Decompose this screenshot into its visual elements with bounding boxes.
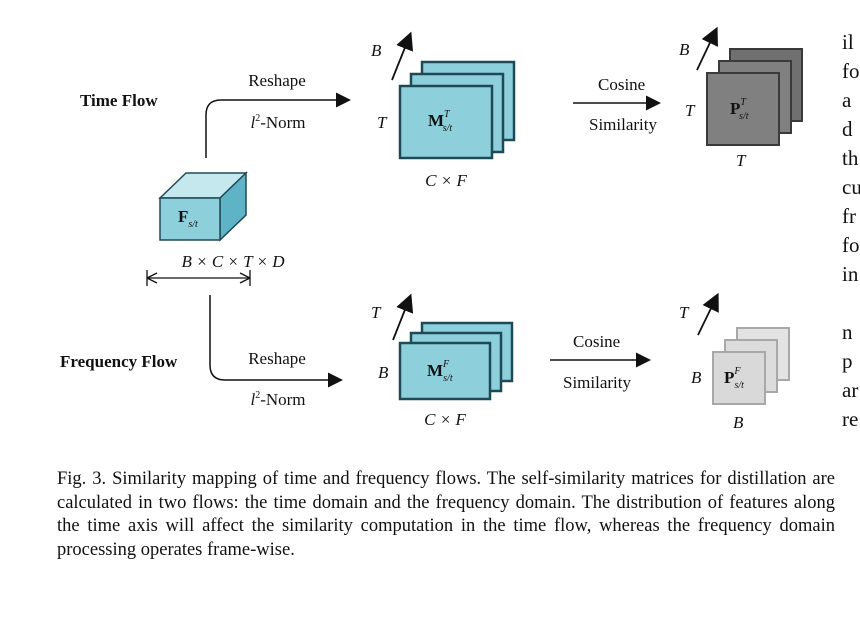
side-line: fo [842, 59, 860, 83]
dims-double-arrow [146, 270, 251, 286]
time-norm-label: l2-Norm [250, 113, 305, 132]
frequency-sim-axis-b-left: B [691, 368, 702, 387]
side-column-text: il fo a d th cu fr fo in n p ar re [842, 28, 860, 434]
frequency-sim-axis-t: T [679, 303, 690, 322]
feature-symbol: Fs/t [178, 207, 198, 230]
side-line: th [842, 146, 859, 170]
time-matrix-axis-t: T [377, 113, 388, 132]
frequency-matrix-axis-t: T [371, 303, 382, 322]
side-line: fo [842, 233, 860, 257]
side-line: a [842, 88, 852, 112]
frequency-reshape-label: Reshape [248, 349, 306, 368]
side-line: cu [842, 175, 860, 199]
side-line: p [842, 349, 853, 373]
time-sim-axis-t-left: T [685, 101, 696, 120]
time-reshape-label: Reshape [248, 71, 306, 90]
time-sim-axis-t-bottom: T [736, 151, 747, 170]
feature-dims: B × C × T × D [181, 252, 285, 271]
side-line: ar [842, 378, 859, 402]
figure-caption: Fig. 3. Similarity mapping of time and f… [57, 469, 835, 560]
frequency-similarity-label: Similarity [563, 373, 632, 392]
frequency-matrix-dims: C × F [424, 410, 466, 429]
time-cosine-label: Cosine [598, 75, 645, 94]
side-line: re [842, 407, 859, 431]
side-line: il [842, 30, 854, 54]
time-flow-label: Time Flow [80, 91, 158, 110]
similarity-mapping-diagram: Time Flow Frequency Flow Fs/t B × C × T … [60, 26, 803, 432]
frequency-branch-arrow [209, 295, 343, 388]
frequency-matrix-axis-b: B [378, 363, 389, 382]
time-matrix-dims: C × F [425, 171, 467, 190]
side-line: d [842, 117, 853, 141]
frequency-norm-label: l2-Norm [250, 390, 305, 409]
frequency-cosine-label: Cosine [573, 332, 620, 351]
feature-cube: Fs/t [158, 171, 248, 242]
time-matrix-axis-b: B [371, 41, 382, 60]
side-line: in [842, 262, 859, 286]
time-similarity-label: Similarity [589, 115, 658, 134]
time-sim-axis-b: B [679, 40, 690, 59]
frequency-flow-label: Frequency Flow [60, 352, 178, 371]
side-line: n [842, 320, 853, 344]
time-branch-arrow [205, 92, 351, 158]
side-line: fr [842, 204, 856, 228]
frequency-sim-axis-b-bottom: B [733, 413, 744, 432]
side-line [842, 289, 860, 318]
